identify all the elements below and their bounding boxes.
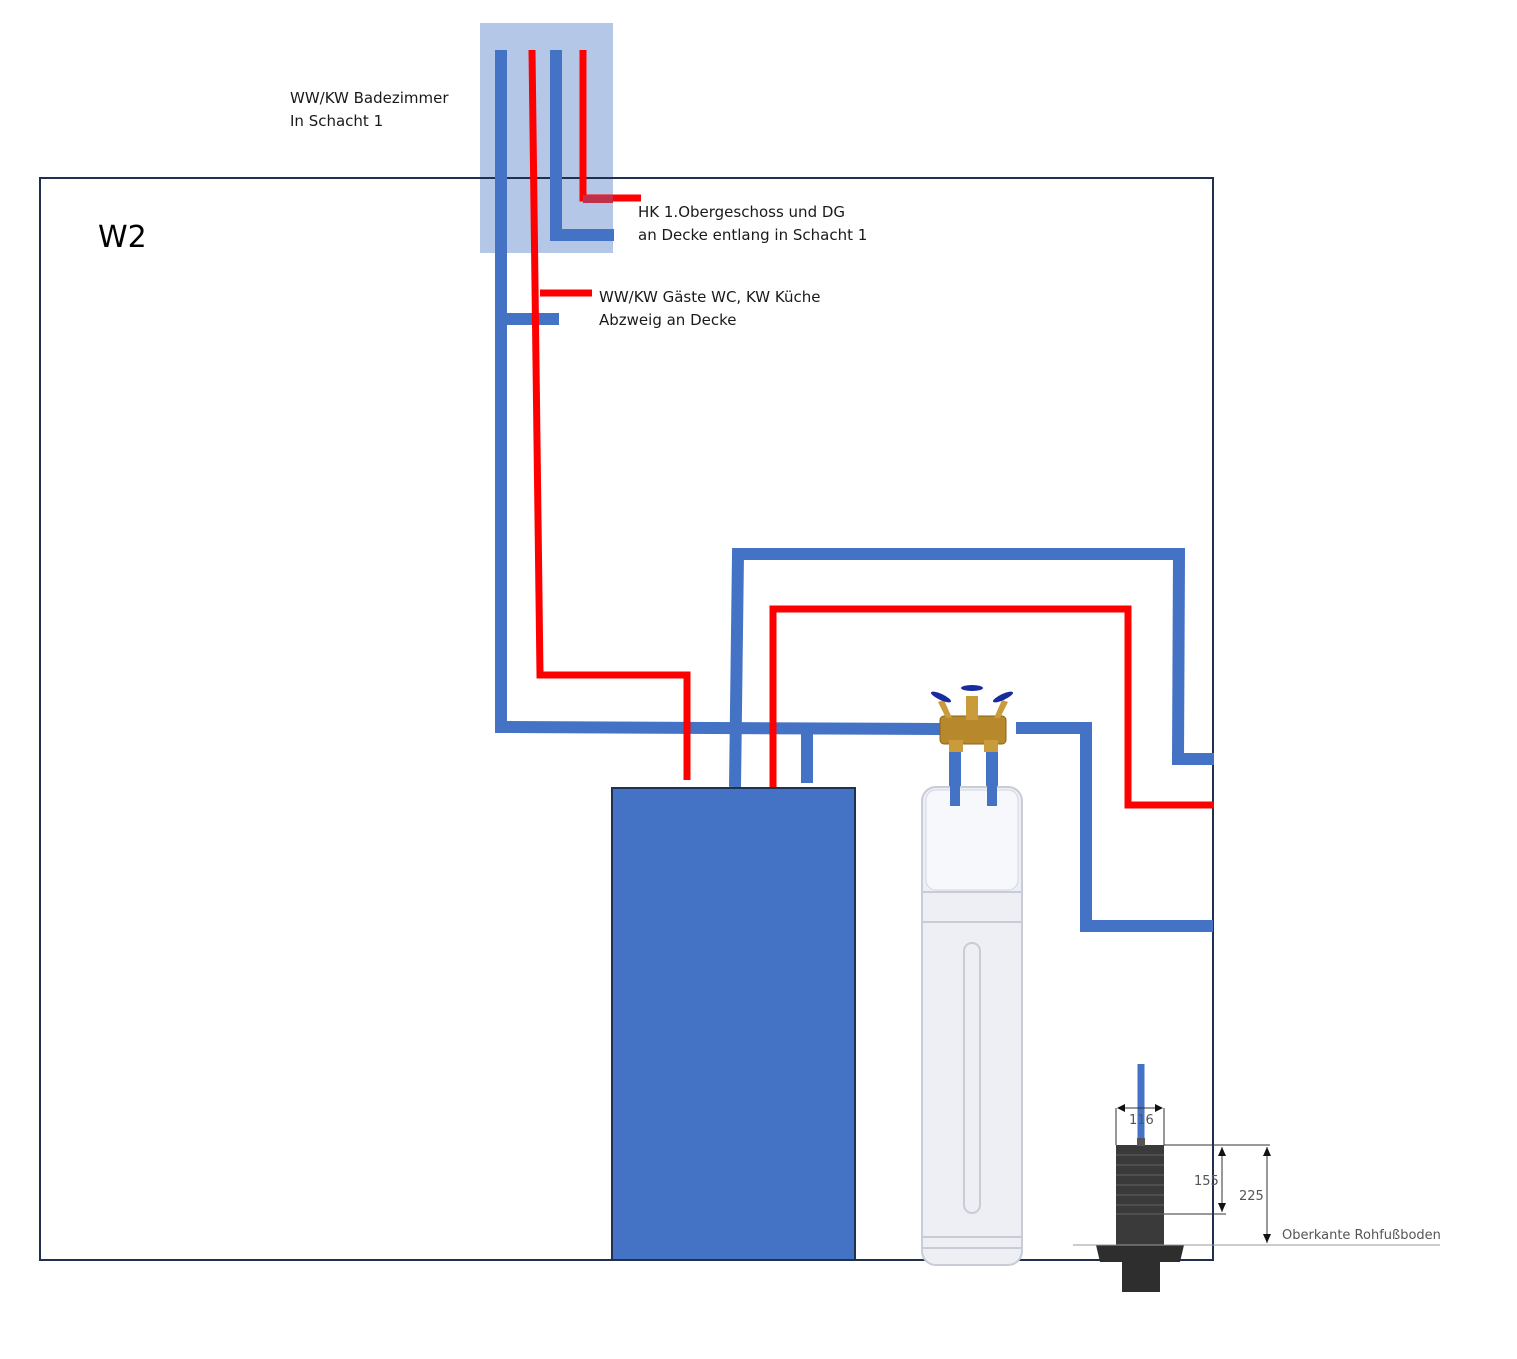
shaft-label-line1: WW/KW Badezimmer [290,89,449,107]
boiler [611,787,856,1261]
ww-boiler-loop [769,605,1214,809]
hk-label-line2: an Decke entlang in Schacht 1 [638,226,867,244]
kw-boiler-supply [729,548,1214,788]
room-label: W2 [98,220,147,255]
hk-overlap [583,195,613,203]
floor-level-label: Oberkante Rohfußboden [1282,1228,1441,1243]
dim-inner-height: 155 [1194,1174,1219,1189]
floor-drain [1096,1138,1184,1292]
kw-main-riser [495,50,941,735]
shaft-label-line2: In Schacht 1 [290,112,383,130]
dim-total-height: 225 [1239,1189,1264,1204]
drain-dimensions [1073,1107,1440,1246]
ww-main-riser [528,49,691,780]
valve-handle-center [961,685,983,691]
hk-label-line1: HK 1.Obergeschoss und DG [638,203,845,221]
hot-water-pipes [528,49,1214,809]
dim-width: 116 [1129,1113,1154,1128]
valve-handle-left [930,691,952,703]
water-softener [921,786,1023,1266]
guest-label-line1: WW/KW Gäste WC, KW Küche [599,288,820,306]
dimension-arrows [1117,1104,1271,1243]
kw-bath-riser [550,50,614,241]
valve-block [930,685,1014,752]
valve-handle-right [992,691,1014,703]
kw-valve-out [1016,722,1213,932]
guest-label-line2: Abzweig an Decke [599,311,736,329]
